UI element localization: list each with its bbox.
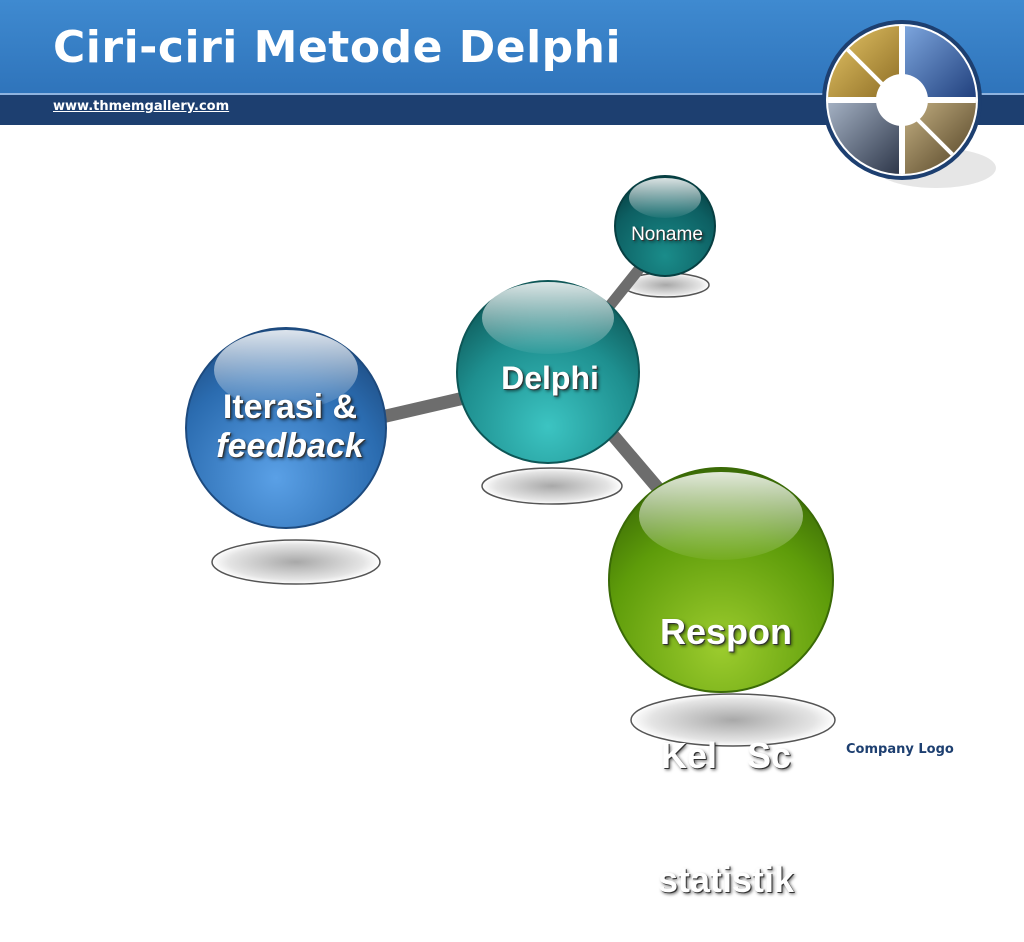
respon-line2: Kel Sc [660,734,792,776]
noname-label: Noname [631,224,703,245]
node-shadow [481,467,623,505]
page-title: Ciri-ciri Metode Delphi [53,22,622,73]
node-noname [614,175,716,277]
company-logo-text: Company Logo [846,742,954,757]
node-shadow [630,693,836,747]
respon-line1: Respon [659,610,792,652]
iterasi-line2: feedback [216,427,364,466]
header-logo-image [822,20,996,188]
delphi-diagram [185,175,836,747]
iterasi-line1: Iterasi & [222,388,358,426]
delphi-label: Delphi [501,360,599,396]
node-label-respon: Respon Kel Sc statistik [636,528,816,942]
node-respon-statistik [608,467,834,693]
node-label-delphi: Delphi [480,360,620,397]
node-shadow [211,539,381,585]
node-delphi [456,280,640,464]
node-iterasi-feedback [185,327,387,529]
node-label-iterasi: Iterasi & feedback [190,388,390,466]
node-label-noname: Noname [612,224,722,246]
respon-line3: statistik [657,859,795,901]
website-link[interactable]: www.thmemgallery.com [53,99,230,114]
